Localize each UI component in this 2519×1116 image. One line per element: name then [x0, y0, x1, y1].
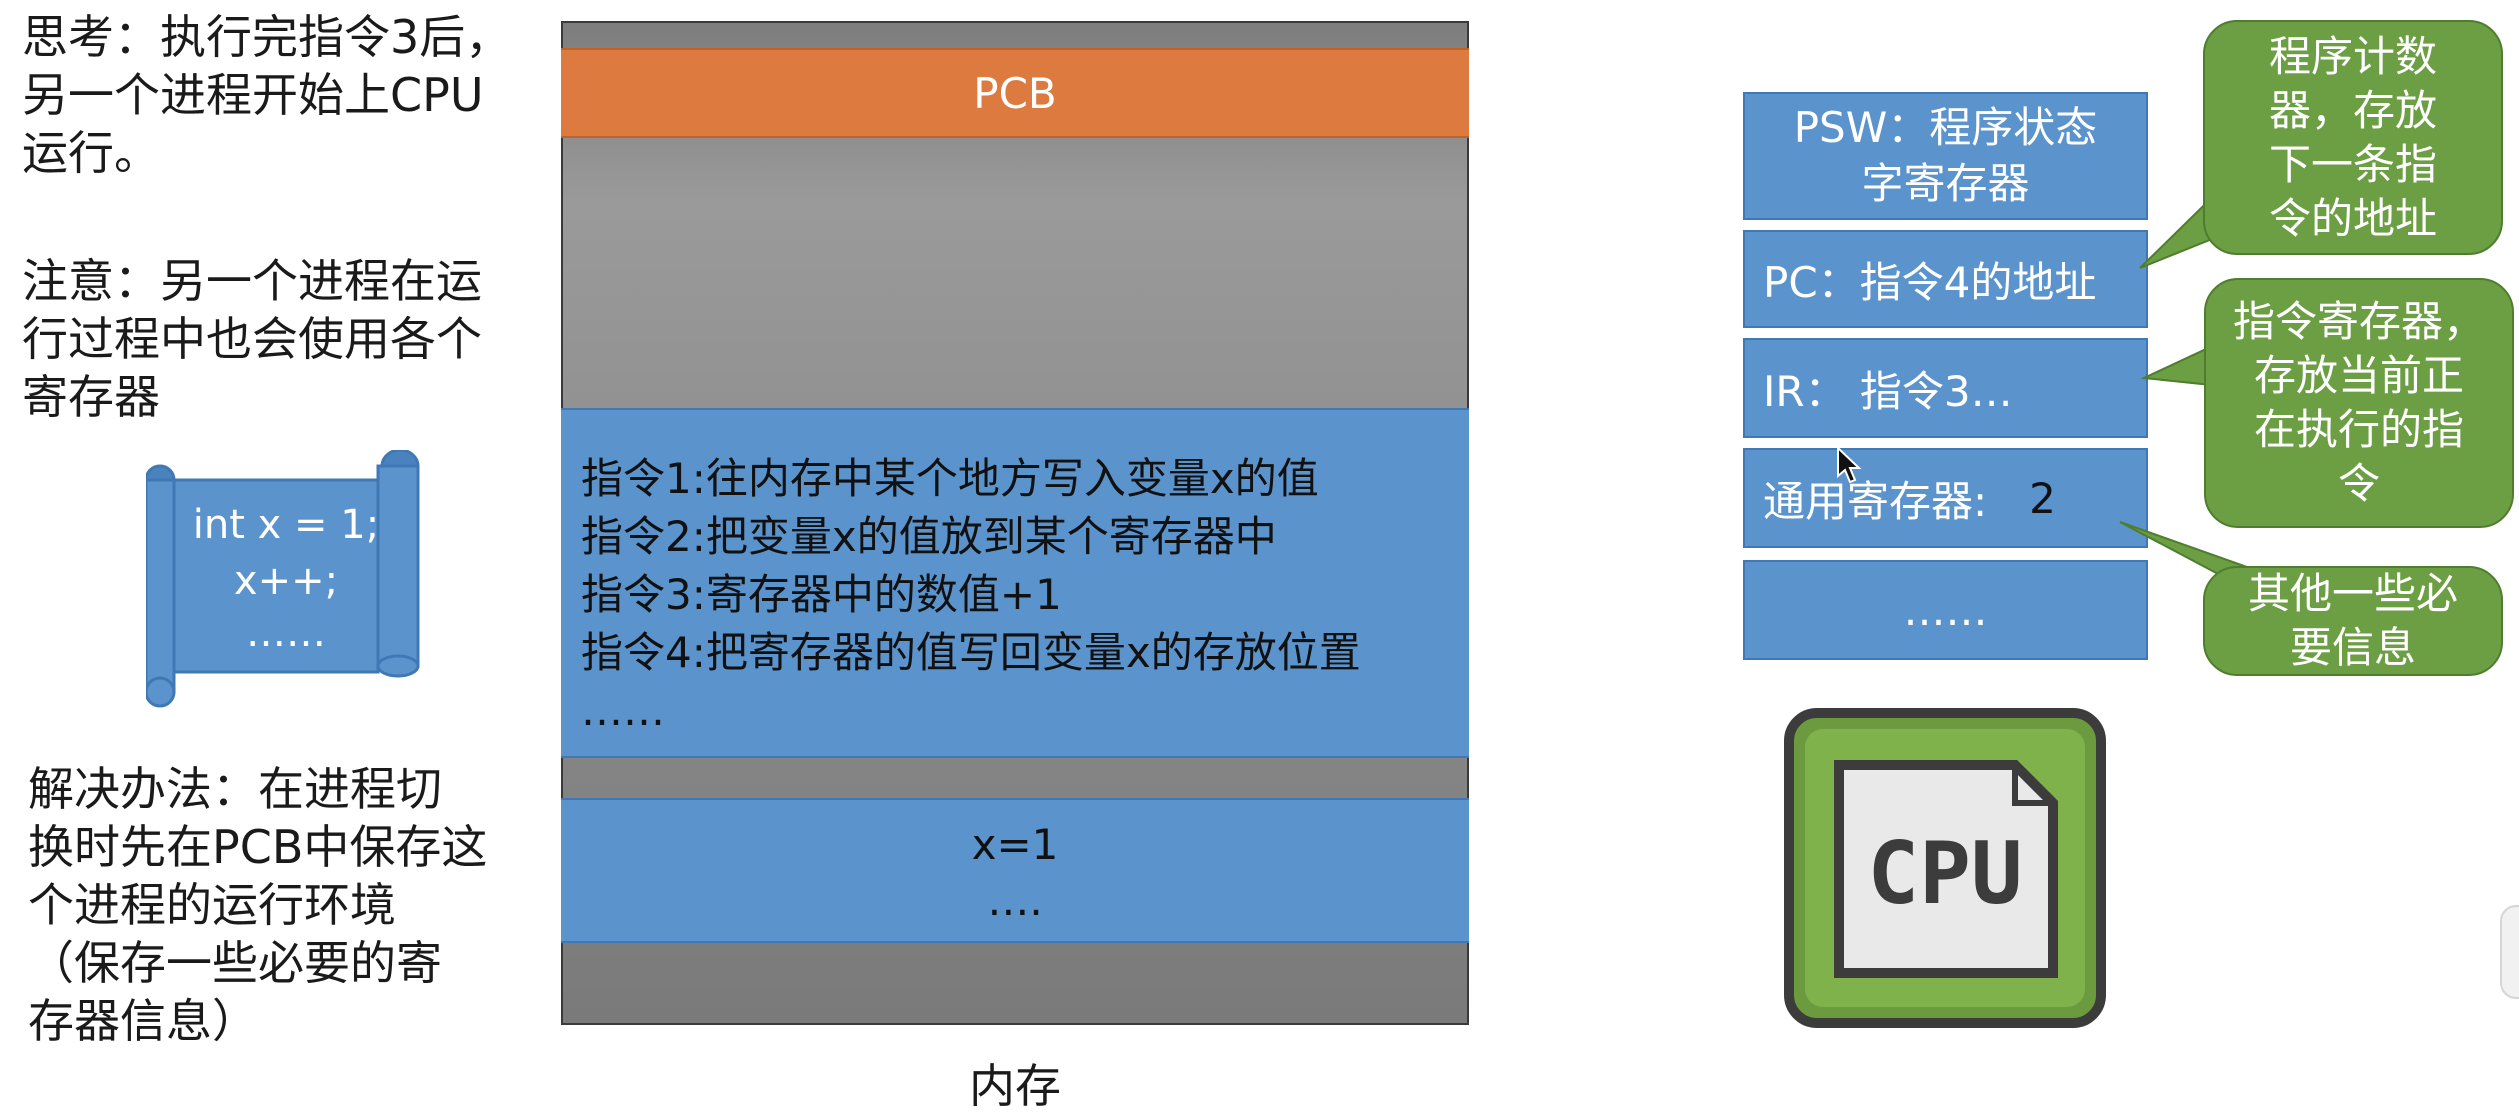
code-scroll-icon: int x = 1; x++; …… [144, 448, 426, 710]
edge-tab [2500, 905, 2519, 999]
memory-block: PCB 指令1:往内存中某个地方写入变量x的值 指令2:把变量x的值放到某个寄存… [561, 21, 1469, 1025]
callout-ir: 指令寄存器， 存放当前正 在执行的指 令 [2204, 278, 2514, 528]
register-more: …… [1743, 560, 2148, 660]
mouse-cursor-icon [1837, 446, 1862, 484]
register-general-value: 2 [2029, 473, 2056, 523]
variable-more: …. [987, 876, 1043, 925]
solution-note: 解决办法：在进程切 换时先在PCB中保存这 个进程的运行环境 （保存一些必要的寄… [28, 762, 488, 1048]
callout-other: 其他一些必 要信息 [2203, 566, 2503, 676]
register-ir: IR： 指令3… [1743, 338, 2148, 438]
register-ir-label: IR： 指令3… [1763, 366, 2013, 416]
cpu-label: CPU [1867, 824, 2022, 924]
instruction-more: …… [581, 686, 665, 735]
callout-pc-text: 程序计数 器，存放 下一条指 令的地址 [2268, 31, 2437, 243]
instruction-segment: 指令1:往内存中某个地方写入变量x的值 指令2:把变量x的值放到某个寄存器中 指… [561, 408, 1469, 758]
callout-ir-text: 指令寄存器， 存放当前正 在执行的指 令 [2232, 297, 2485, 508]
register-more-label: …… [1903, 585, 1988, 635]
register-general: 通用寄存器: 2 [1743, 448, 2148, 548]
code-line-3: …… [246, 610, 326, 656]
register-pc: PC：指令4的地址 [1743, 230, 2148, 328]
instruction-3: 指令3:寄存器中的数值+1 [581, 570, 1062, 619]
register-psw: PSW：程序状态 字寄存器 [1743, 92, 2148, 220]
variable-x: x=1 [971, 820, 1059, 869]
code-line-2: x++; [233, 558, 339, 604]
instruction-1: 指令1:往内存中某个地方写入变量x的值 [581, 454, 1319, 503]
callout-pointers [2119, 168, 2286, 577]
code-line-1: int x = 1; [192, 502, 380, 548]
register-psw-label: PSW：程序状态 字寄存器 [1793, 103, 2098, 208]
register-general-label: 通用寄存器: [1763, 476, 1988, 526]
instruction-2: 指令2:把变量x的值放到某个寄存器中 [581, 512, 1277, 561]
instruction-4: 指令4:把寄存器的值写回变量x的存放位置 [581, 628, 1361, 677]
attention-note: 注意：另一个进程在运 行过程中也会使用各个 寄存器 [22, 254, 482, 424]
register-pc-label: PC：指令4的地址 [1763, 257, 2097, 307]
cpu-chip-icon: CPU [1784, 708, 2106, 1028]
pcb-segment: PCB [561, 48, 1469, 138]
think-note: 思考：执行完指令3后， 另一个进程开始上CPU 运行。 [22, 10, 512, 180]
callout-pc: 程序计数 器，存放 下一条指 令的地址 [2203, 20, 2503, 255]
variable-segment: x=1 …. [561, 798, 1469, 943]
callout-other-text: 其他一些必 要信息 [2247, 569, 2458, 672]
scroll-shape [144, 448, 420, 708]
